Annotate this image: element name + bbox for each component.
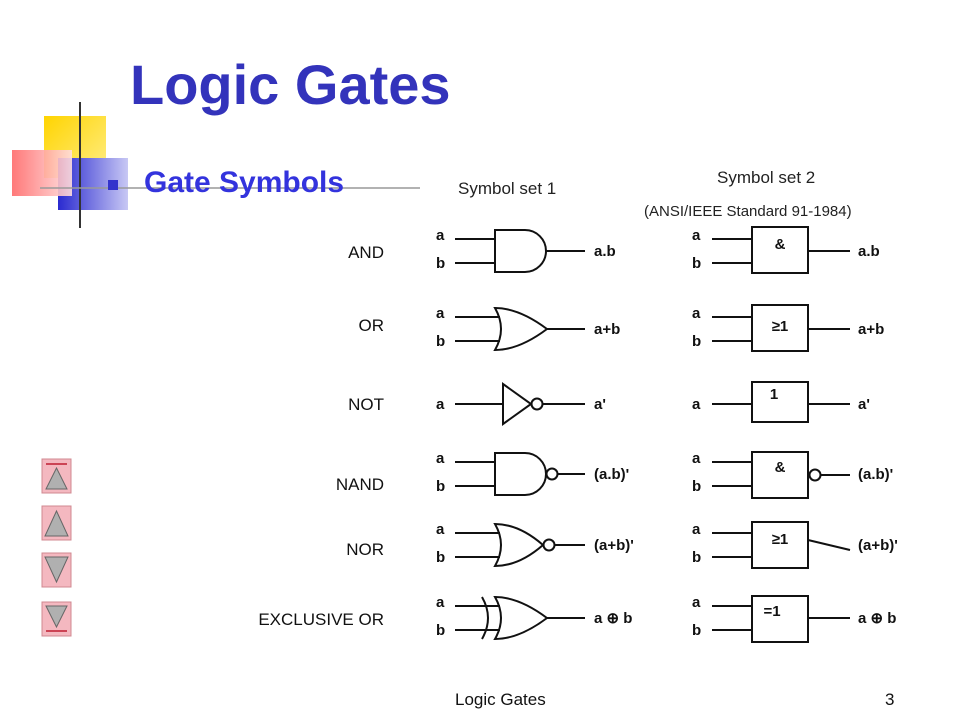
nor-input-a-label: a xyxy=(436,521,445,538)
ieee-nor-input-b-label: b xyxy=(692,549,701,566)
gate-name-not: NOT xyxy=(348,395,384,414)
gate-name-nand: NAND xyxy=(335,475,384,494)
or-gate-symbol xyxy=(455,306,585,352)
gate-name-nor: NOR xyxy=(346,540,384,559)
ieee-or-box-label: ≥1 xyxy=(772,318,789,335)
bullet-icon xyxy=(108,180,118,190)
xor-input-b-label: b xyxy=(436,622,445,639)
nand-input-a-label: a xyxy=(436,450,445,467)
or-input-b-label: b xyxy=(436,333,445,350)
ieee-and-box-label: & xyxy=(775,236,786,253)
ieee-nor-input-a-label: a xyxy=(692,521,701,538)
symbol-set-2-header: Symbol set 2 xyxy=(717,168,816,187)
ieee-or-input-b-label: b xyxy=(692,333,701,350)
first-slide-button[interactable] xyxy=(41,458,72,494)
ieee-nor-output-label: (a+b)' xyxy=(858,537,898,554)
xor-input-a-label: a xyxy=(436,594,445,611)
last-slide-icon xyxy=(45,605,68,629)
next-slide-icon xyxy=(44,556,69,584)
next-slide-button[interactable] xyxy=(41,552,72,588)
ieee-xor-symbol xyxy=(712,595,850,643)
footer-title: Logic Gates xyxy=(455,690,546,709)
symbol-set-1-header: Symbol set 1 xyxy=(458,179,557,198)
gate-name-xor: EXCLUSIVE OR xyxy=(258,610,384,629)
ieee-nand-input-a-label: a xyxy=(692,450,701,467)
ieee-and-symbol xyxy=(712,226,850,274)
or-input-a-label: a xyxy=(436,305,445,322)
ieee-nor-box-label: ≥1 xyxy=(772,531,789,548)
slide-subtitle: Gate Symbols xyxy=(144,166,345,199)
slide-title: Logic Gates xyxy=(130,53,451,116)
xor-gate-symbol xyxy=(455,595,585,641)
ieee-and-input-b-label: b xyxy=(692,255,701,272)
ieee-not-symbol xyxy=(712,381,850,423)
and-input-a-label: a xyxy=(436,227,445,244)
nand-input-b-label: b xyxy=(436,478,445,495)
ieee-xor-output-label: a ⊕ b xyxy=(858,610,896,627)
ieee-not-input-a-label: a xyxy=(692,396,701,413)
not-input-a-label: a xyxy=(436,396,445,413)
last-slide-button[interactable] xyxy=(41,601,72,637)
ieee-nand-input-b-label: b xyxy=(692,478,701,495)
ieee-xor-input-b-label: b xyxy=(692,622,701,639)
and-gate-symbol xyxy=(455,229,585,273)
and-output-label: a.b xyxy=(594,243,616,260)
nand-output-label: (a.b)' xyxy=(594,466,629,483)
ieee-xor-input-a-label: a xyxy=(692,594,701,611)
nor-output-label: (a+b)' xyxy=(594,537,634,554)
ieee-or-symbol xyxy=(712,304,850,352)
ieee-or-input-a-label: a xyxy=(692,305,701,322)
ieee-and-output-label: a.b xyxy=(858,243,880,260)
gate-name-or: OR xyxy=(358,316,385,335)
first-slide-icon xyxy=(45,466,68,490)
nand-gate-symbol xyxy=(455,452,585,496)
xor-output-label: a ⊕ b xyxy=(594,610,632,627)
not-output-label: a' xyxy=(594,396,606,413)
previous-slide-button[interactable] xyxy=(41,505,72,541)
previous-slide-icon xyxy=(44,509,69,537)
ieee-or-output-label: a+b xyxy=(858,321,884,338)
ieee-xor-box-label: =1 xyxy=(763,603,780,620)
nor-gate-symbol xyxy=(455,522,585,568)
page-number: 3 xyxy=(885,690,895,709)
or-output-label: a+b xyxy=(594,321,620,338)
ieee-nor-symbol xyxy=(712,521,851,569)
ieee-not-box-label: 1 xyxy=(770,386,778,403)
nor-input-b-label: b xyxy=(436,549,445,566)
gate-name-and: AND xyxy=(348,243,384,262)
ieee-nand-symbol xyxy=(712,451,850,499)
ieee-and-input-a-label: a xyxy=(692,227,701,244)
and-input-b-label: b xyxy=(436,255,445,272)
ieee-nand-box-label: & xyxy=(775,459,786,476)
symbol-set-2-note: (ANSI/IEEE Standard 91-1984) xyxy=(644,203,852,220)
ieee-not-output-label: a' xyxy=(858,396,870,413)
not-gate-symbol xyxy=(455,382,585,426)
ieee-nand-output-label: (a.b)' xyxy=(858,466,893,483)
